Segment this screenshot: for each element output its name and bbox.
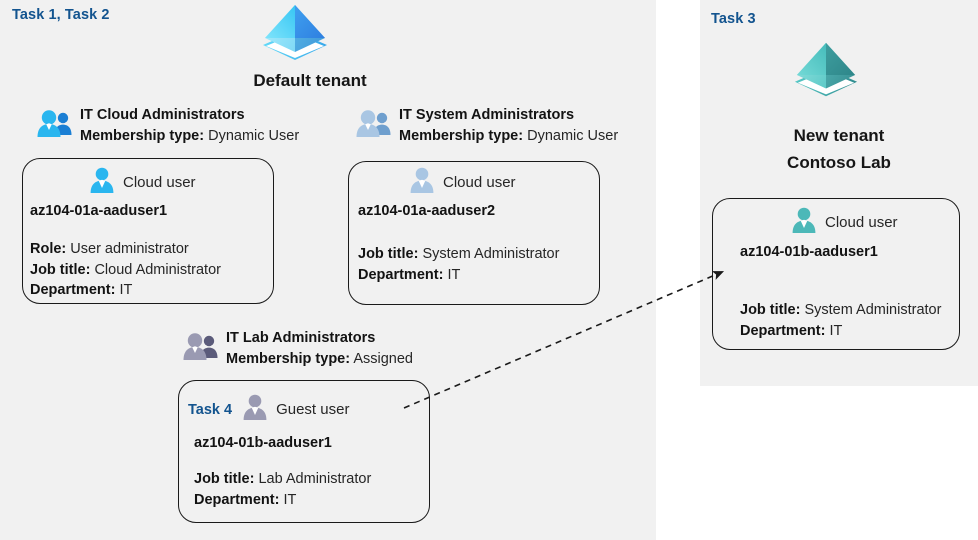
attr-value: IT (829, 322, 843, 339)
group-text-block: IT Cloud Administrators Membership type:… (80, 105, 299, 147)
attr-value: IT (447, 266, 461, 283)
card-attributes: Role: User administrator Job title: Clou… (30, 239, 221, 301)
attr-label: Job title: (194, 471, 255, 487)
attr-job-title: Job title: Cloud Administrator (30, 260, 221, 281)
card-username: az104-01b-aaduser1 (740, 244, 878, 260)
group-membership: Membership type: Dynamic User (80, 125, 299, 147)
group-users-icon (36, 109, 74, 144)
card-attributes: Job title: System Administrator Departme… (740, 300, 941, 341)
attr-label: Job title: (30, 261, 91, 278)
group-membership: Membership type: Dynamic User (399, 125, 618, 147)
card-username: az104-01b-aaduser1 (194, 435, 332, 451)
default-tenant-panel (0, 0, 656, 540)
attr-department: Department: IT (194, 490, 371, 511)
attr-label: Department: (30, 282, 116, 298)
new-tenant-label-line1: New tenant (793, 126, 885, 145)
group-text-block: IT Lab Administrators Membership type: A… (226, 328, 413, 370)
group-users-icon (182, 332, 220, 367)
user-card-az104-01b-aaduser1-guest (178, 380, 430, 523)
task-label-3: Task 3 (711, 11, 756, 27)
attr-value: IT (119, 282, 133, 298)
guest-user-icon (241, 393, 269, 426)
attr-label: Department: (740, 322, 826, 339)
user-type-label: Cloud user (443, 174, 516, 191)
cloud-user-icon (408, 166, 436, 199)
default-tenant-label: Default tenant (253, 71, 367, 90)
attr-department: Department: IT (358, 265, 559, 286)
group-name: IT Lab Administrators (226, 330, 376, 346)
group-text-block: IT System Administrators Membership type… (399, 105, 618, 147)
membership-value: Dynamic User (527, 128, 619, 144)
azure-ad-tenant-icon-new (787, 40, 865, 111)
membership-value: Dynamic User (208, 128, 300, 144)
membership-label: Membership type: (399, 128, 524, 144)
task-label-4: Task 4 (188, 401, 233, 418)
user-type-label: Cloud user (825, 214, 898, 231)
attr-label: Role: (30, 241, 67, 257)
attr-value: System Administrator (422, 246, 560, 262)
attr-value: Lab Administrator (258, 471, 372, 487)
attr-department: Department: IT (740, 321, 941, 342)
group-users-icon (355, 109, 393, 144)
card-username: az104-01a-aaduser1 (30, 203, 168, 219)
card-header: Task 4 Guest user (188, 393, 349, 426)
membership-label: Membership type: (80, 128, 205, 144)
attr-label: Job title: (358, 246, 419, 262)
card-header: Cloud user (790, 206, 898, 239)
attr-label: Department: (194, 491, 280, 508)
attr-label: Department: (358, 266, 444, 283)
card-header: Cloud user (88, 166, 196, 199)
attr-value: System Administrator (804, 302, 942, 318)
membership-label: Membership type: (226, 351, 351, 367)
attr-department: Department: IT (30, 280, 221, 301)
group-membership: Membership type: Assigned (226, 348, 413, 370)
attr-role: Role: User administrator (30, 239, 221, 260)
attr-value: IT (283, 491, 297, 508)
cloud-user-icon (88, 166, 116, 199)
membership-value: Assigned (353, 351, 413, 367)
azure-ad-tenant-icon-default (255, 2, 335, 75)
card-attributes: Job title: Lab Administrator Department:… (194, 469, 371, 510)
attr-value: User administrator (70, 241, 189, 257)
attr-job-title: Job title: System Administrator (740, 300, 941, 321)
attr-job-title: Job title: System Administrator (358, 244, 559, 265)
card-username: az104-01a-aaduser2 (358, 203, 496, 219)
card-attributes: Job title: System Administrator Departme… (358, 244, 559, 285)
group-name: IT Cloud Administrators (80, 107, 245, 123)
group-name: IT System Administrators (399, 107, 575, 123)
attr-value: Cloud Administrator (94, 261, 221, 278)
task-label-1-2: Task 1, Task 2 (12, 7, 110, 23)
attr-label: Job title: (740, 302, 801, 318)
attr-job-title: Job title: Lab Administrator (194, 469, 371, 490)
cloud-user-icon (790, 206, 818, 239)
card-header: Cloud user (408, 166, 516, 199)
user-type-label: Cloud user (123, 174, 196, 191)
new-tenant-label-line2: Contoso Lab (787, 153, 891, 172)
user-type-label: Guest user (276, 401, 350, 418)
user-card-az104-01a-aaduser1 (22, 158, 274, 304)
